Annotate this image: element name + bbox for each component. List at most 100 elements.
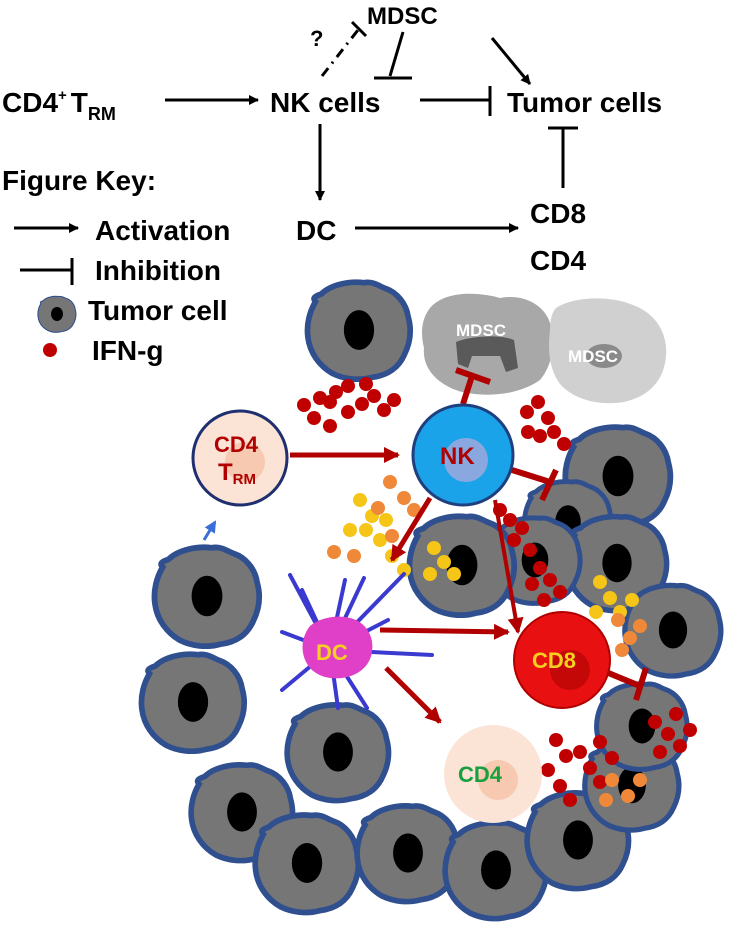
ifn-g-dot: [557, 437, 571, 451]
ifn-g-dot: [593, 775, 607, 789]
legend-tumor-cell: Tumor cell: [88, 295, 228, 326]
ifn-g-dot: [367, 389, 381, 403]
ifn-g-dot: [683, 723, 697, 737]
yellow-dot: [589, 605, 603, 619]
cd4-trm-cell: CD4 TRM: [191, 409, 289, 507]
ifn-g-dot: [533, 561, 547, 575]
tumor-cell-icon: [37, 295, 77, 333]
legend-inhibition: Inhibition: [95, 255, 221, 286]
tumor-cell: [255, 815, 358, 912]
yellow-dot: [603, 591, 617, 605]
node-mdsc: MDSC: [367, 3, 438, 30]
orange-dot: [621, 789, 635, 803]
cd4-trm-label-line2: TRM: [218, 459, 256, 488]
tumor-microenvironment-illustration: MDSC MDSC: [141, 282, 720, 918]
cd4-label: CD4: [458, 762, 503, 787]
node-cd8: CD8: [530, 198, 586, 229]
ifn-g-dot: [523, 543, 537, 557]
ifn-g-dot: [563, 793, 577, 807]
ifn-g-dot: [341, 405, 355, 419]
cd4-trm-sub: RM: [88, 104, 116, 124]
nk-label: NK: [440, 443, 475, 470]
orange-dot: [633, 773, 647, 787]
tbar-mdsc-nk: [455, 367, 491, 405]
ifn-g-dot: [520, 405, 534, 419]
orange-dot: [371, 501, 385, 515]
ifn-g-dot: [573, 745, 587, 759]
ifn-g-dot: [653, 745, 667, 759]
orange-dot: [605, 773, 619, 787]
edge-nk-uncertain-mdsc: [320, 20, 368, 77]
unknown-marker: ?: [310, 26, 323, 51]
node-cd4: CD4: [530, 245, 586, 276]
ifn-g-dot: [669, 707, 683, 721]
mdsc-cell-1: MDSC: [422, 293, 554, 395]
cd4-trm-sub: RM: [233, 471, 256, 488]
orange-dot: [615, 643, 629, 657]
ifn-g-dot: [377, 403, 391, 417]
legend: Figure Key: Activation Inhibition Tumor …: [2, 165, 230, 366]
ifn-g-dot: [323, 419, 337, 433]
ifn-g-dot: [583, 761, 597, 775]
ifn-g-dot: [537, 593, 551, 607]
yellow-dot: [379, 513, 393, 527]
ifn-g-dot: [553, 779, 567, 793]
ifn-g-dot: [525, 577, 539, 591]
yellow-dot: [343, 523, 357, 537]
tumor-cell: [154, 547, 259, 646]
edge-mdsc-to-tumor: [490, 37, 532, 85]
ifn-g-dot: [355, 397, 369, 411]
yellow-dot: [359, 523, 373, 537]
orange-dot: [327, 545, 341, 559]
arrow-nk-to-cd8: [493, 499, 524, 634]
ifn-g-dot: [341, 379, 355, 393]
arrow-dc-to-cd8: [379, 623, 510, 640]
ifn-g-dot: [648, 715, 662, 729]
node-dc: DC: [296, 215, 336, 246]
inhibition-tbar-icon: [20, 258, 74, 285]
orange-dot: [385, 529, 399, 543]
ifn-g-dot: [605, 751, 619, 765]
ifn-g-dot: [541, 411, 555, 425]
arrow-nk-to-dc: [389, 496, 433, 562]
orange-dot: [623, 631, 637, 645]
ifn-g-dots: [297, 377, 697, 807]
orange-dot: [347, 549, 361, 563]
ifn-g-dot: [297, 398, 311, 412]
cd4-trm-label-line1: CD4: [214, 432, 259, 457]
tumor-cell: [287, 705, 388, 801]
illustration-edges: [202, 367, 649, 724]
edge-cd8-inhibits-tumor: [548, 126, 578, 188]
legend-title: Figure Key:: [2, 165, 156, 196]
orange-dot: [599, 793, 613, 807]
ifn-g-dot-icon: [43, 343, 57, 357]
cd4-trm-t: T: [71, 87, 88, 118]
ifn-g-dot: [533, 429, 547, 443]
yellow-dot: [353, 493, 367, 507]
mdsc-1-label: MDSC: [456, 321, 506, 340]
cd8-cell: CD8: [513, 611, 611, 709]
yellow-dot: [593, 575, 607, 589]
arrow-dc-to-cd4: [384, 666, 442, 724]
node-cd4-trm: CD4+TRM: [2, 87, 116, 124]
ifn-g-dot: [543, 573, 557, 587]
dendritic-cell: DC: [280, 572, 434, 710]
cd4-trm-main: CD4: [2, 87, 58, 118]
ifn-g-dot: [661, 727, 675, 741]
blue-arrow-icon: [202, 520, 217, 541]
legend-activation: Activation: [95, 215, 230, 246]
cd4-trm-sup: +: [58, 87, 67, 104]
legend-ifn-g: IFN-g: [92, 335, 164, 366]
yellow-dot: [437, 555, 451, 569]
ifn-g-dot: [531, 395, 545, 409]
ifn-g-dot: [359, 377, 373, 391]
ifn-g-dot: [547, 425, 561, 439]
ifn-g-dot: [507, 533, 521, 547]
edge-nk-inhibits-tumor: [420, 86, 492, 116]
orange-dot: [611, 613, 625, 627]
yellow-dot: [397, 563, 411, 577]
ifn-g-dot: [541, 763, 555, 777]
ifn-g-dot: [387, 393, 401, 407]
mdsc-cell-2: MDSC: [549, 298, 667, 404]
